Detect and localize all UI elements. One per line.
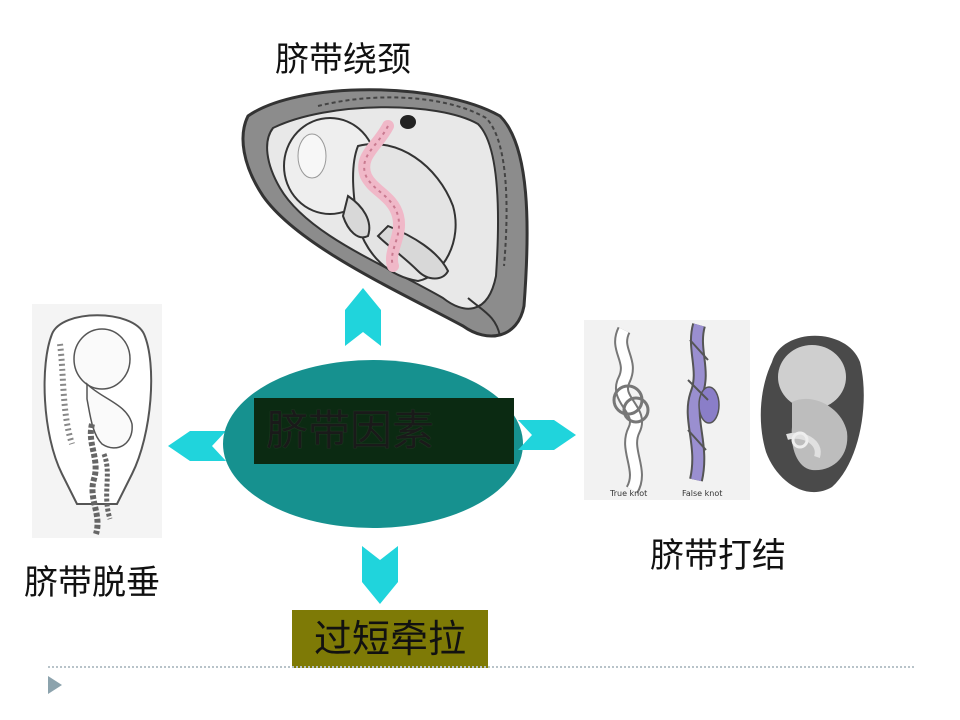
cord-prolapse-illustration	[32, 304, 162, 538]
cord-around-neck-illustration	[241, 88, 529, 338]
label-cord-around-neck: 脐带绕颈	[275, 40, 411, 80]
footer-divider	[48, 666, 914, 668]
cord-knot-diagram: True knot False knot	[584, 320, 750, 500]
label-short-cord-traction: 过短牵拉	[313, 617, 466, 661]
arrow-right	[518, 420, 576, 450]
label-umbilical-cord-factors: 脐带因素	[266, 406, 435, 455]
label-cord-prolapse: 脐带脱垂	[24, 563, 160, 603]
arrow-left	[168, 431, 226, 461]
center-box: 脐带因素	[254, 398, 514, 464]
true-knot-caption: True knot	[609, 489, 647, 498]
short-cord-traction-box: 过短牵拉	[292, 610, 488, 668]
arrow-down	[362, 546, 398, 604]
false-knot-caption: False knot	[682, 489, 722, 498]
slide-bullet-icon	[48, 676, 62, 694]
arrow-up	[345, 288, 381, 346]
label-cord-knot: 脐带打结	[650, 536, 786, 576]
knotted-cord-photo	[752, 322, 870, 500]
